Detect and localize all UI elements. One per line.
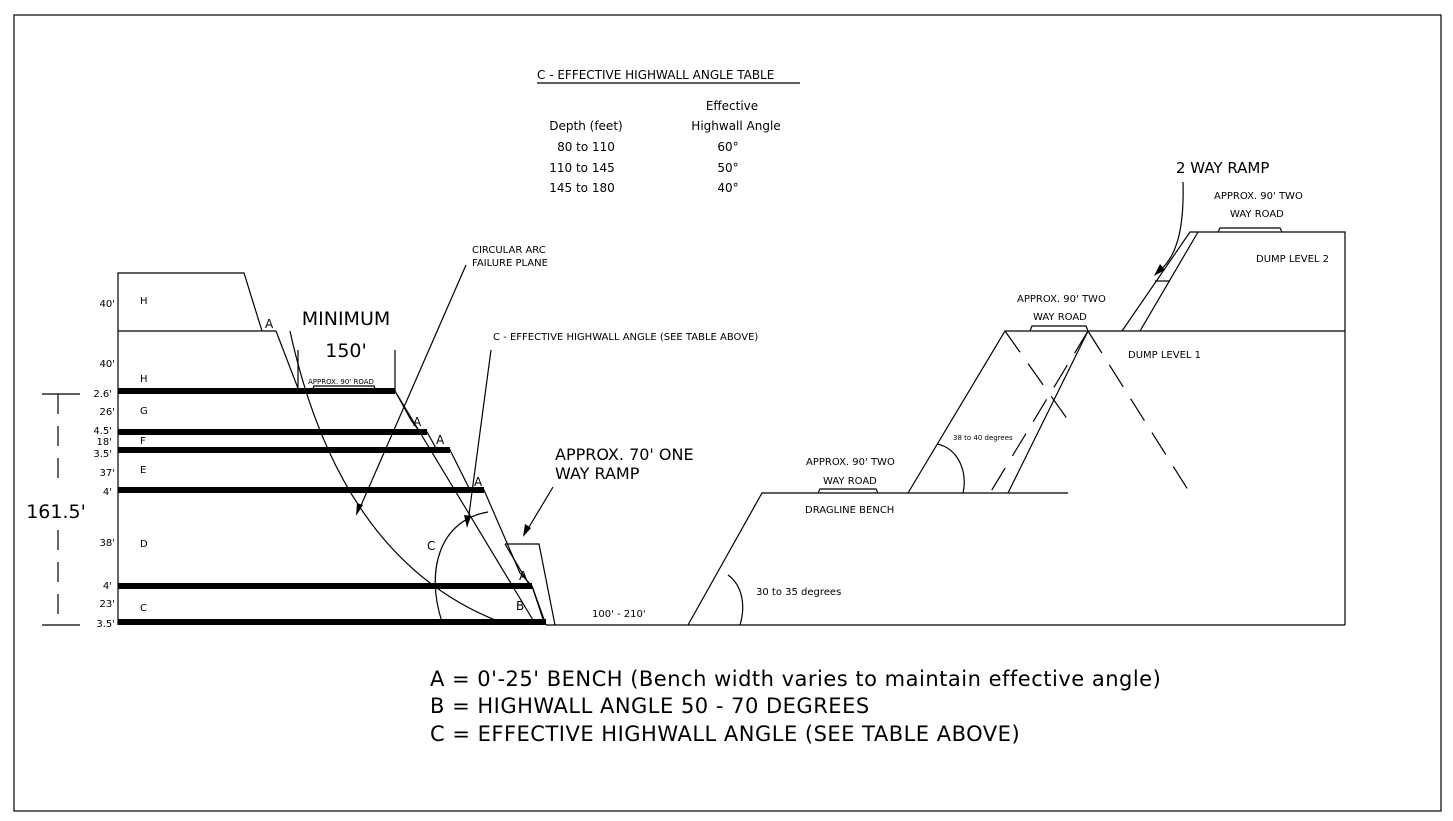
dump1-road-label: WAY ROAD [1033,312,1087,323]
road-marker [1029,325,1089,332]
leader-effective-angle [467,349,492,523]
bench-letter-a: A [436,433,445,447]
dragline-bench-label: DRAGLINE BENCH [805,505,894,516]
strata-layer: F [140,436,146,447]
angle-arc-30-35 [727,574,744,626]
highwall-face-b [531,585,547,626]
table-row-angle: 50° [717,161,738,175]
strata-layer: E [140,465,146,476]
drawing-border [13,14,1442,812]
strata-layer: D [140,539,148,550]
table-header-depth: Depth (feet) [549,119,622,133]
bench-letter-a: A [265,317,274,331]
dump-pile-2 [1121,231,1346,625]
dump2-road-label: WAY ROAD [1230,209,1284,220]
circular-arc-failure-plane [289,330,501,623]
dump-pile-1-right [1007,330,1089,494]
strata-thickness: 38' [100,538,115,549]
dump1-road-label: APPROX. 90' TWO [1017,294,1106,305]
dump-level-2-label: DUMP LEVEL 2 [1256,254,1329,265]
effective-angle-arc [434,511,489,623]
leader-two-way-ramp [1157,181,1184,273]
dump-pile-1 [907,330,1345,494]
table-title: C - EFFECTIVE HIGHWALL ANGLE TABLE [537,68,774,82]
dragline-road-label: APPROX. 90' TWO [806,457,895,468]
road-marker [311,385,377,392]
angle-letter-c: C [427,539,435,553]
table-header-angle-1: Effective [706,99,758,113]
table-header-angle-2: Highwall Angle [691,119,780,133]
strata-thickness: 4' [103,581,112,592]
effective-angle-line [394,390,537,626]
bench-letter-a: A [413,415,422,429]
strata-thickness: 26' [100,407,115,418]
angle-letter-b: B [516,599,524,613]
angle-arc-38-40 [936,443,965,494]
strata-layer: H [140,374,148,385]
strata-thickness: 4' [103,487,112,498]
ramp-label: WAY RAMP [555,464,640,483]
dump2-road-label: APPROX. 90' TWO [1214,191,1303,202]
circular-arc-label: CIRCULAR ARC [472,245,546,256]
total-depth-label: 161.5' [26,501,86,523]
table-row-angle: 40° [717,181,738,195]
bench-letter-a: A [474,475,483,489]
strata-thickness: 3.5' [93,449,112,460]
top-bench-outline [117,272,263,332]
leader-arrowhead [1154,264,1165,276]
strata-thickness: 4.5' [93,426,112,437]
road-90-label: APPROX. 90' ROAD [308,378,374,386]
leader-arrowhead [356,503,363,516]
effective-angle-label: C - EFFECTIVE HIGHWALL ANGLE (SEE TABLE … [493,332,758,343]
strata-thickness: 37' [100,468,115,479]
legend-line: A = 0'-25' BENCH (Bench width varies to … [430,667,1161,691]
legend-line: B = HIGHWALL ANGLE 50 - 70 DEGREES [430,694,870,718]
strata-thickness: 18' [97,437,112,448]
ramp-face [504,543,531,587]
legend-line: C = EFFECTIVE HIGHWALL ANGLE (SEE TABLE … [430,722,1020,746]
dragline-road-label: WAY ROAD [823,476,877,487]
angle-38-40-label: 38 to 40 degrees [953,434,1013,442]
span-label: 100' - 210' [592,609,646,620]
hidden-slope [1087,330,1191,494]
leader-arrowhead [523,524,531,537]
leader-circular-arc [358,264,467,511]
strata-layer: H [140,296,148,307]
strata-layer: G [140,406,148,417]
table-row-depth: 145 to 180 [549,181,614,195]
hidden-slope [1004,330,1069,421]
table-row-depth: 110 to 145 [549,161,614,175]
spoil-slope [687,492,1068,626]
leader-ramp [525,486,554,533]
minimum-label: MINIMUM [302,308,391,330]
strata-layer: C [140,603,147,614]
leader-arrowhead [464,515,471,528]
strata-thickness: 40' [100,299,115,310]
strata-thickness: 23' [100,599,115,610]
highwall-face [275,330,300,392]
minimum-value: 150' [325,340,367,362]
strata-thickness: 40' [100,359,115,370]
one-way-ramp [505,543,556,626]
strata-thickness: 2.6' [93,389,112,400]
angle-30-35-label: 30 to 35 degrees [756,587,841,598]
table-row-depth: 80 to 110 [557,140,615,154]
bench-letter-a: A [519,569,528,583]
ramp-label: APPROX. 70' ONE [555,445,694,464]
table-row-angle: 60° [717,140,738,154]
hidden-slope [989,330,1089,494]
road-marker [817,488,879,494]
two-way-ramp-label: 2 WAY RAMP [1176,159,1269,177]
dump-level-1-label: DUMP LEVEL 1 [1128,350,1201,361]
circular-arc-label: FAILURE PLANE [472,258,548,269]
strata-thickness: 3.5' [96,619,115,630]
road-marker [1217,227,1283,233]
